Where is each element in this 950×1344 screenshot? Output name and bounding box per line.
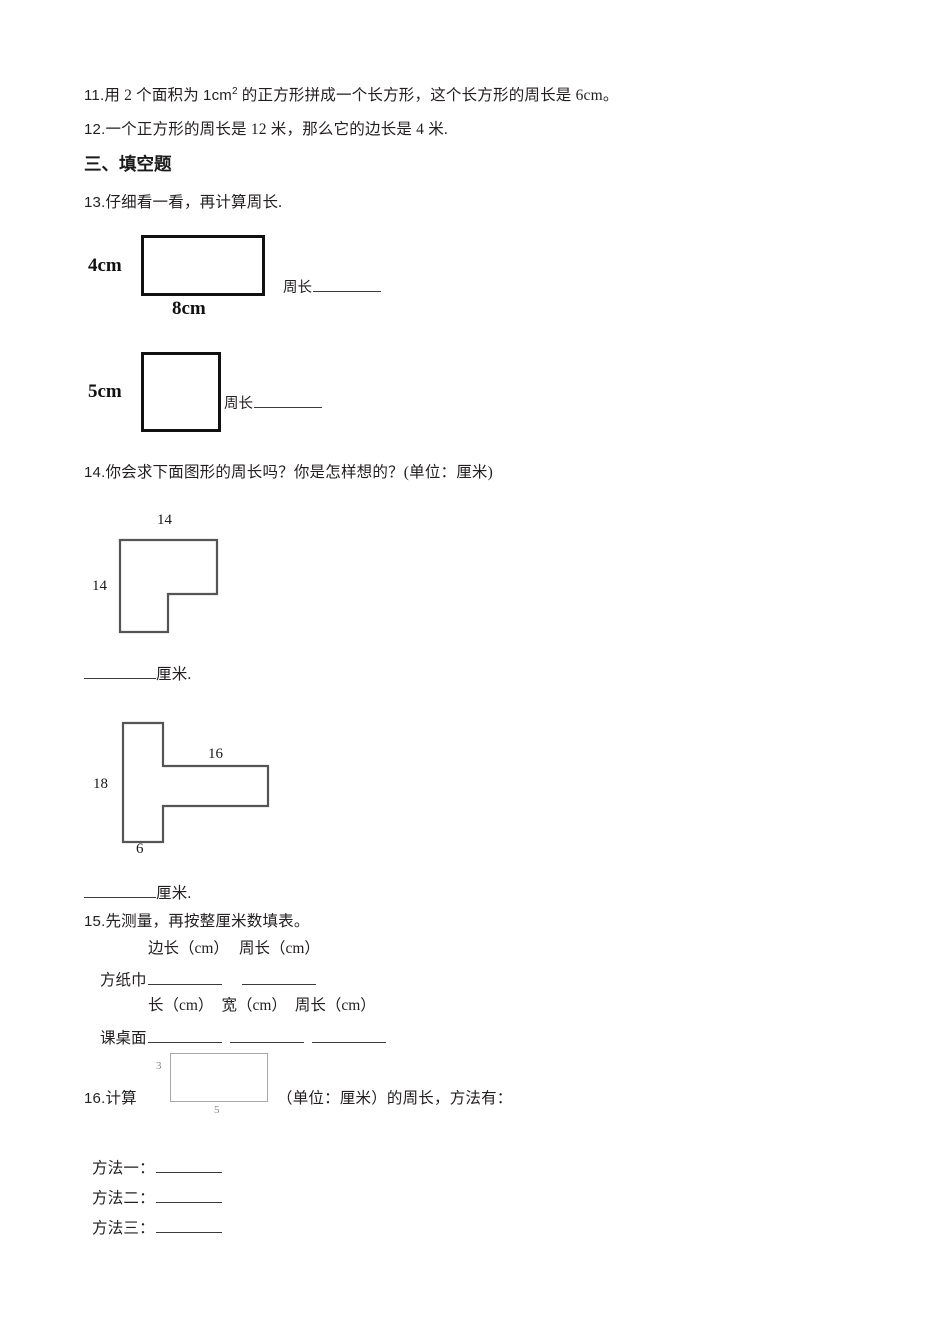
method-one-blank[interactable]: [155, 1157, 222, 1173]
question-11-superscript: 2: [231, 85, 238, 97]
method-two-label: 方法二：: [92, 1190, 155, 1207]
question-13: 13.仔细看一看，再计算周长.: [84, 191, 282, 215]
answer-t-shape: 厘米.: [84, 882, 191, 905]
question-12-number: 12.: [84, 121, 106, 138]
method-three-row: 方法三：: [92, 1217, 223, 1240]
answer-t-shape-blank[interactable]: [84, 882, 156, 898]
question-16-text-b: （单位：厘米）的周长，方法有：: [277, 1090, 513, 1107]
perimeter-answer-square-blank[interactable]: [254, 393, 322, 408]
method-one-label: 方法一：: [92, 1160, 155, 1177]
method-two-blank[interactable]: [155, 1187, 222, 1203]
question-11-number: 11.: [84, 87, 105, 104]
question-13-number: 13.: [84, 194, 106, 211]
table-a-perimeter-blank[interactable]: [241, 969, 316, 985]
perimeter-answer-square-label: 周长: [224, 396, 253, 412]
question-16: 16.计算: [84, 1087, 137, 1111]
question-12: 12.一个正方形的周长是 12 米，那么它的边长是 4 米.: [84, 118, 448, 142]
question-16-number: 16.: [84, 1090, 106, 1107]
table-a-row-label: 方纸巾: [100, 972, 147, 989]
table-b-header-perimeter: 周长（cm）: [294, 997, 376, 1014]
question-14-text: 你会求下面图形的周长吗？你是怎样想的？(单位：厘米): [105, 464, 493, 481]
figure-l-top-label: 14: [157, 512, 172, 528]
table-a-header-side: 边长（cm）: [148, 940, 229, 957]
table-b-header-row: 长（cm） 宽（cm） 周长（cm）: [148, 993, 376, 1015]
question-14: 14.你会求下面图形的周长吗？你是怎样想的？(单位：厘米): [84, 461, 493, 485]
table-a-header-perimeter: 周长（cm）: [238, 940, 320, 957]
method-three-label: 方法三：: [92, 1220, 155, 1237]
question-11: 11.用 2 个面积为 1cm2 的正方形拼成一个长方形，这个长方形的周长是 6…: [84, 84, 619, 108]
method-one-row: 方法一：: [92, 1157, 223, 1180]
method-three-blank[interactable]: [155, 1217, 222, 1233]
table-b-header-length: 长（cm）: [148, 997, 214, 1014]
question-13-text: 仔细看一看，再计算周长.: [105, 194, 283, 211]
answer-l-shape-blank[interactable]: [84, 663, 156, 679]
question-15-text: 先测量，再按整厘米数填表。: [105, 913, 310, 930]
question-14-number: 14.: [84, 464, 106, 481]
answer-t-shape-unit: 厘米.: [156, 885, 192, 902]
question-15: 15.先测量，再按整厘米数填表。: [84, 910, 310, 934]
question-16-continued: （单位：厘米）的周长，方法有：: [277, 1087, 513, 1110]
perimeter-answer-square: 周长: [224, 392, 323, 413]
table-b-header-width: 宽（cm）: [221, 997, 287, 1014]
question-12-text: 一个正方形的周长是 12 米，那么它的边长是 4 米.: [105, 121, 448, 138]
figure-t-arm-label: 16: [208, 746, 223, 762]
figure-square-5: [141, 352, 221, 432]
figure-t-bottom-label: 6: [136, 841, 144, 857]
question-11-unit: 1cm: [203, 87, 232, 104]
figure-l-shape: [118, 538, 219, 634]
question-11-text-a: 用 2 个面积为: [104, 87, 204, 104]
table-a-data-row: 方纸巾: [100, 968, 317, 990]
question-11-text-c: 的正方形拼成一个长方形，这个长方形的周长是 6cm。: [237, 87, 619, 104]
figure-rectangle-3x5-height-label: 3: [156, 1060, 162, 1072]
figure-square-side-label: 5cm: [88, 381, 122, 402]
figure-l-left-label: 14: [92, 578, 107, 594]
perimeter-answer-rectangle: 周长: [283, 276, 382, 297]
figure-t-left-label: 18: [93, 776, 108, 792]
answer-l-shape-unit: 厘米.: [156, 666, 192, 683]
question-16-text-a: 计算: [105, 1090, 137, 1107]
figure-t-shape: [121, 721, 270, 844]
figure-rectangle-3x5-width-label: 5: [214, 1104, 220, 1116]
perimeter-answer-rectangle-blank[interactable]: [313, 277, 381, 292]
answer-l-shape: 厘米.: [84, 663, 191, 686]
table-b-data-row: 课桌面: [100, 1026, 387, 1048]
table-a-header-row: 边长（cm） 周长（cm）: [148, 936, 320, 958]
figure-rectangle-width-label: 8cm: [172, 298, 206, 319]
table-b-perimeter-blank[interactable]: [311, 1027, 386, 1043]
table-b-length-blank[interactable]: [147, 1027, 222, 1043]
figure-rectangle-height-label: 4cm: [88, 255, 122, 276]
table-a-side-blank[interactable]: [147, 969, 222, 985]
table-b-row-label: 课桌面: [100, 1030, 147, 1047]
figure-rectangle-3x5: [170, 1053, 268, 1102]
question-15-number: 15.: [84, 913, 106, 930]
table-b-width-blank[interactable]: [229, 1027, 304, 1043]
figure-rectangle-4x8: [141, 235, 265, 296]
method-two-row: 方法二：: [92, 1187, 223, 1210]
section-heading-fill-in-blanks: 三、填空题: [84, 155, 172, 175]
perimeter-answer-rectangle-label: 周长: [283, 280, 312, 296]
